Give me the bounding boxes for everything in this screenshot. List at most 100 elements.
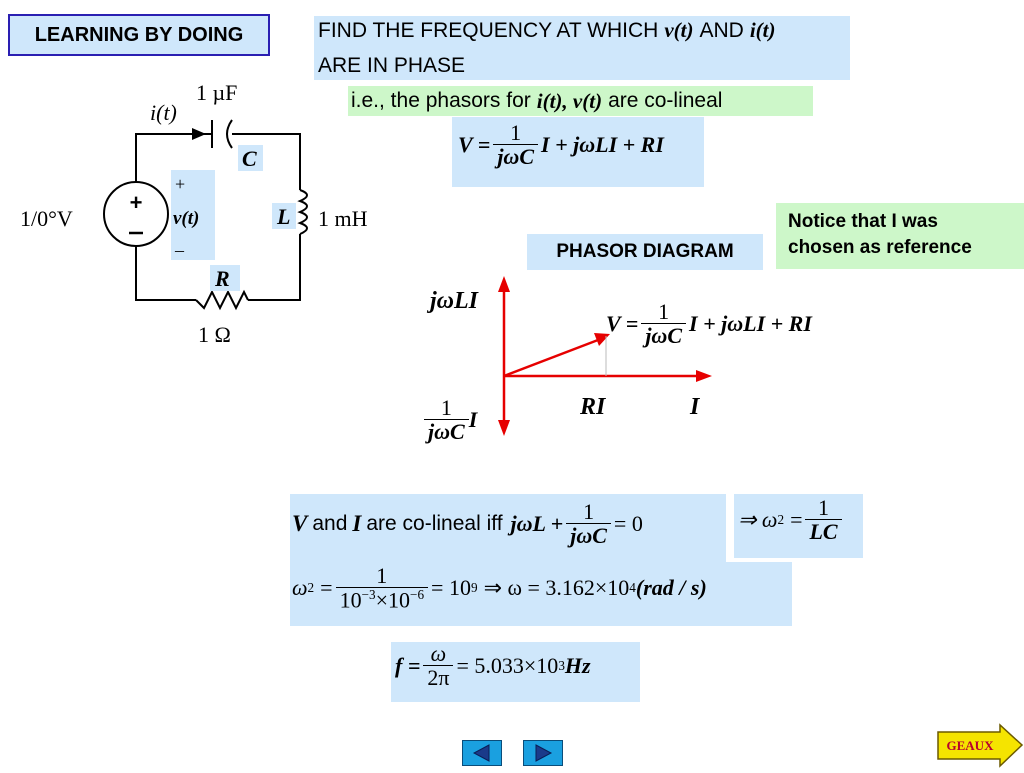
v-label-lhs: V = <box>606 310 639 336</box>
omega-den-times: ×10 <box>375 587 411 613</box>
freq-unit: Hz <box>564 652 591 678</box>
resistor-name: R <box>214 266 230 291</box>
previous-slide-button[interactable] <box>462 740 502 766</box>
badge-label: LEARNING BY DOING <box>34 23 244 46</box>
omega-lhs: ω <box>292 574 308 600</box>
colineal-condition: V and I are co-lineal iff jωL + 1 jωC = … <box>290 494 726 562</box>
cond-rhs: = 0 <box>613 510 643 536</box>
cap-phasor-label: 1 jωC I <box>424 396 477 443</box>
geaux-button[interactable]: GEAUX <box>936 723 1024 768</box>
impl-eq: = <box>790 506 803 532</box>
voltage-label: v(t) <box>173 208 199 229</box>
voltage-plus: + <box>175 174 185 194</box>
omega-lhs-exp: 2 <box>307 579 315 595</box>
omega-den-a-exp: −3 <box>361 587 376 603</box>
i-label: I <box>689 394 701 420</box>
resistor-value: 1 Ω <box>198 322 231 347</box>
geaux-label: GEAUX <box>947 738 995 753</box>
cond-num: 1 <box>583 499 595 524</box>
inductor-icon <box>297 189 308 235</box>
problem-line-2: ARE IN PHASE <box>318 54 466 77</box>
kvl-lhs: V = <box>458 131 491 157</box>
next-slide-button[interactable] <box>523 740 563 766</box>
arrow-left-icon <box>472 744 490 762</box>
problem-i-of-t: i(t) <box>749 18 776 42</box>
kvl-rhs: I + jωLI + RI <box>541 131 664 157</box>
notice-note: Notice that I was chosen as reference <box>776 203 1024 269</box>
problem-and: AND <box>699 18 744 42</box>
problem-line-1: FIND THE FREQUENCY AT WHICH v(t) AND i(t… <box>318 18 775 43</box>
hint-colineal: i.e., the phasors for i(t), v(t) are co-… <box>348 86 813 116</box>
phasor-title-text: PHASOR DIAGRAM <box>556 241 734 262</box>
v-label-den: jωC <box>641 323 687 347</box>
inductor-value: 1 mH <box>318 206 368 231</box>
cond-v: V <box>292 510 308 536</box>
i-arrowhead-icon <box>696 370 712 382</box>
omega-den-a: 10 <box>339 587 362 613</box>
freq-lhs: f = <box>395 652 421 678</box>
omega-mid-exp: 9 <box>470 579 478 595</box>
capacitor-name: C <box>242 146 257 171</box>
arrow-right-icon <box>535 744 553 762</box>
v-label-rhs: I + jωLI + RI <box>689 310 812 336</box>
capacitor-value: 1 µF <box>196 80 237 105</box>
omega-num: 1 <box>376 563 388 588</box>
omega-unit: (rad / s) <box>635 574 707 600</box>
cap-label-den: jωC <box>424 419 469 443</box>
notice-line-2: chosen as reference <box>788 237 972 258</box>
impl-num: 1 <box>818 495 830 520</box>
cond-lhs: jωL + <box>510 510 564 536</box>
impl-lhs: ⇒ ω <box>738 506 778 532</box>
problem-statement: FIND THE FREQUENCY AT WHICH v(t) AND i(t… <box>314 16 850 80</box>
v-label-num: 1 <box>658 299 670 324</box>
freq-rhs-exp: 3 <box>558 657 565 673</box>
cond-and: and <box>312 511 348 535</box>
impl-den: LC <box>805 519 842 543</box>
problem-prefix: FIND THE FREQUENCY AT WHICH <box>318 18 659 42</box>
cap-label-num: 1 <box>440 395 452 420</box>
resistor-icon <box>195 289 249 311</box>
notice-line-1: Notice that I was <box>788 211 938 232</box>
current-label: i(t) <box>150 100 177 125</box>
geaux-arrow-icon: GEAUX <box>937 723 1024 768</box>
source-label: 1/0°V <box>20 206 73 231</box>
current-arrow-icon <box>192 128 206 140</box>
cap-label-tail: I <box>468 406 478 432</box>
freq-den: 2π <box>423 665 454 689</box>
kvl-den: jωC <box>493 144 539 168</box>
phasor-diagram: jωLI RI I <box>426 276 712 436</box>
omega-eq: = <box>320 574 333 600</box>
freq-rhs: = 5.033×10 <box>456 652 559 678</box>
hint-suffix: are co-lineal <box>608 89 723 112</box>
inductor-name: L <box>276 204 290 229</box>
cap-arrowhead-icon <box>498 420 510 436</box>
v-phasor-label: V = 1 jωC I + jωLI + RI <box>606 300 812 347</box>
phasor-diagram-title: PHASOR DIAGRAM <box>527 234 763 270</box>
svg-text:+: + <box>130 190 143 215</box>
hint-prefix: i.e., the phasors for <box>351 89 531 112</box>
hint-vars: i(t), v(t) <box>536 88 603 113</box>
voltage-source-icon: + <box>103 181 169 247</box>
impl-exp: 2 <box>777 511 785 527</box>
jwli-arrowhead-icon <box>498 276 510 292</box>
capacitor-icon <box>211 119 233 149</box>
omega-result-exp: 4 <box>629 579 636 595</box>
kvl-fraction: 1 jωC <box>493 120 539 168</box>
rlc-circuit: + i(t) 1 µF C 1 mH L 1 Ω R 1/0°V + v(t) … <box>20 80 368 347</box>
v-phasor <box>503 338 599 378</box>
ri-label: RI <box>579 394 607 420</box>
cond-text: are co-lineal iff <box>366 511 503 535</box>
kvl-num: 1 <box>510 120 522 145</box>
problem-v-of-t: v(t) <box>664 18 694 42</box>
freq-num: ω <box>430 641 447 666</box>
omega-mid: = 10 <box>431 574 471 600</box>
cond-den: jωC <box>566 523 611 547</box>
learning-by-doing-badge: LEARNING BY DOING <box>8 14 270 56</box>
kvl-equation: V = 1 jωC I + jωLI + RI <box>452 117 704 187</box>
jwli-label: jωLI <box>426 288 480 314</box>
voltage-minus: – <box>174 240 185 260</box>
omega-den-b-exp: −6 <box>410 587 425 603</box>
